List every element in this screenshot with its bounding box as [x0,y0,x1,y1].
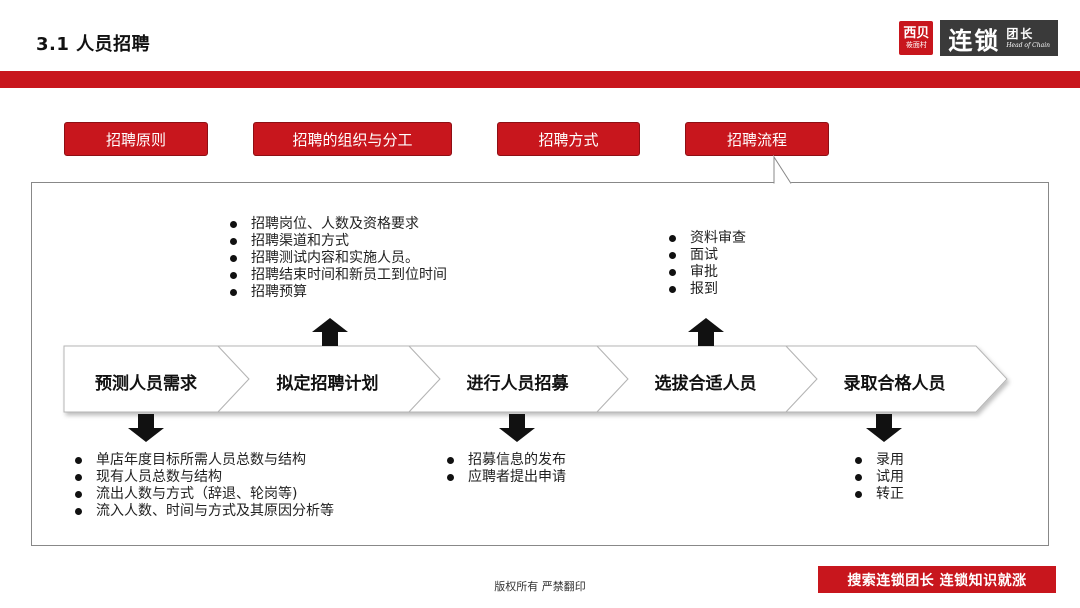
flow-step-5-shape [784,345,1008,413]
arrow-up-icon [312,318,348,346]
brand-wordmark: 连锁 团长 Head of Chain [940,20,1058,56]
brand-tagline: Head of Chain [1006,41,1050,49]
list-item: 单店年度目标所需人员总数与结构 [72,452,334,469]
list-item: 审批 [666,264,746,281]
arrow-down-icon [866,414,902,442]
brand-badge-line2: 莜面村 [905,41,927,49]
flow-step-forecast: 预测人员需求 [95,373,197,394]
flow-step-recruit: 进行人员招募 [466,373,569,394]
forecast-details-list: 单店年度目标所需人员总数与结构 现有人员总数与结构 流出人数与方式（辞退、轮岗等… [72,452,334,520]
list-item: 招聘结束时间和新员工到位时间 [227,267,447,284]
list-item: 流入人数、时间与方式及其原因分析等 [72,503,334,520]
flow-step-plan: 拟定招聘计划 [276,373,379,394]
list-item: 录用 [852,452,904,469]
arrow-down-icon [128,414,164,442]
list-item: 流出人数与方式（辞退、轮岗等) [72,486,334,503]
tab-recruitment-principles[interactable]: 招聘原则 [64,122,208,156]
brand-badge-line1: 西贝 [903,26,930,41]
list-item: 转正 [852,486,904,503]
arrow-up-icon [688,318,724,346]
list-item: 招募信息的发布 [444,452,566,469]
copyright-notice: 版权所有 严禁翻印 [494,580,586,593]
list-item: 招聘测试内容和实施人员。 [227,250,447,267]
flow-step-hire: 录取合格人员 [843,373,946,394]
list-item: 应聘者提出申请 [444,469,566,486]
brand-name: 连锁 [948,26,1001,55]
tab-organization-division[interactable]: 招聘的组织与分工 [253,122,452,156]
brand-tag: 团长 [1006,26,1035,41]
list-item: 招聘预算 [227,284,447,301]
tab-recruitment-methods[interactable]: 招聘方式 [497,122,640,156]
list-item: 资料审查 [666,230,746,247]
tab-recruitment-process[interactable]: 招聘流程 [685,122,829,156]
list-item: 招聘岗位、人数及资格要求 [227,216,447,233]
page-title: 3.1 人员招聘 [36,34,151,55]
list-item: 试用 [852,469,904,486]
brand-logo: 西贝 莜面村 连锁 团长 Head of Chain [899,20,1058,56]
flow-step-select: 选拔合适人员 [654,373,757,394]
brand-badge: 西贝 莜面村 [899,21,934,55]
search-banner: 搜索连锁团长 连锁知识就涨 [818,566,1056,593]
list-item: 现有人员总数与结构 [72,469,334,486]
list-item: 报到 [666,281,746,298]
select-details-list: 资料审查 面试 审批 报到 [666,230,746,298]
list-item: 面试 [666,247,746,264]
list-item: 招聘渠道和方式 [227,233,447,250]
header-band [0,71,1080,88]
active-tab-pointer [773,155,792,184]
arrow-down-icon [499,414,535,442]
plan-details-list: 招聘岗位、人数及资格要求 招聘渠道和方式 招聘测试内容和实施人员。 招聘结束时间… [227,216,447,301]
recruit-details-list: 招募信息的发布 应聘者提出申请 [444,452,566,486]
hire-details-list: 录用 试用 转正 [852,452,904,503]
